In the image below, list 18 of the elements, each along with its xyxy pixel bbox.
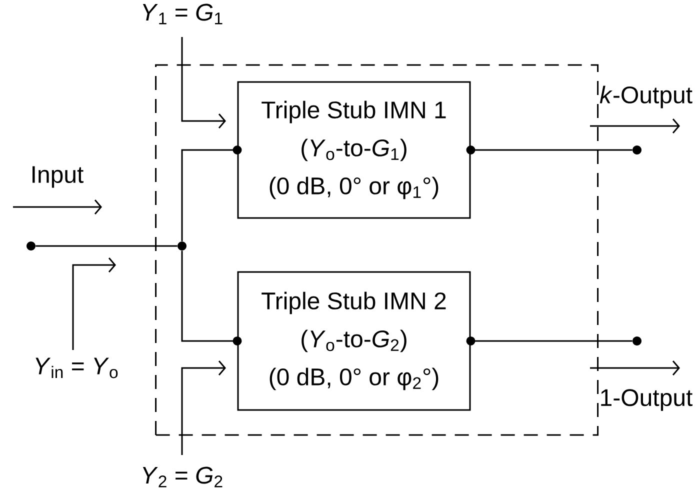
terminal-dot [26,242,36,250]
port-label: Y$_{2}$ = G$_{2}$ [142,466,222,488]
terminal-dot [632,336,642,346]
port-label: Y$_{1}$ = G$_{1}$ [142,4,222,24]
network-box: Triple Stub IMN 1 (Y$_{o}$-to-G$_{1}$) (0 dB, 0° or φ$_{1}$°) [237,81,471,219]
terminal-dot [632,146,642,154]
wire [466,146,632,154]
terminal-dot [178,242,186,250]
wire [466,336,632,346]
port-label: Input [32,166,84,188]
dashed-enclosure [155,64,599,436]
network-box: Triple Stub IMN 2 (Y$_{o}$-to-G$_{2}$) (0 dB, 0° or φ$_{2}$°) [237,271,471,411]
wire [181,250,242,346]
port-label: 1-Output [601,389,692,411]
wire [181,146,242,242]
port-label: k-Output [600,86,692,108]
port-label: Y$_{in}$ = Y$_{o}$ [36,358,118,378]
wire [36,245,178,247]
